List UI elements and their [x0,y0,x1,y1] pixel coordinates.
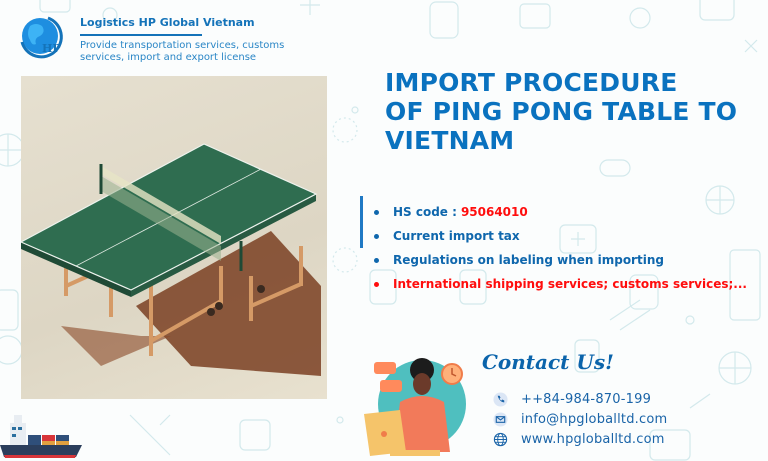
phone-number: ++84-984-870-199 [521,391,652,407]
bullet-labeling: Regulations on labeling when importing [372,248,747,272]
svg-text:HP: HP [42,42,61,55]
ping-pong-table-image [21,76,327,399]
page-title: IMPORT PROCEDURE OF PING PONG TABLE TO V… [385,68,765,155]
phone-icon [493,391,508,407]
title-line-2: OF PING PONG TABLE TO [385,97,738,126]
globe-hp-logo-icon: HP [20,16,63,59]
bullet-import-tax: Current import tax [372,224,747,248]
brand-name: Logistics HP Global Vietnam [80,16,255,29]
bullet-dot-icon [374,233,379,239]
ping-pong-table-illustration [21,143,321,376]
bullet-label: Regulations on labeling when importing [393,253,664,267]
globe-icon [493,432,508,446]
title-line-3: VIETNAM [385,126,515,155]
email-address: info@hpgloballtd.com [521,411,668,427]
contact-heading: Contact Us! [482,350,614,374]
bullet-label: International shipping services; customs… [393,277,747,291]
brand-header: HP Logistics HP Global Vietnam Provide t… [12,8,312,64]
title-line-1: IMPORT PROCEDURE [385,68,678,97]
support-agent-illustration [364,358,466,456]
bullet-dot-icon [374,257,379,263]
email-icon [493,411,508,427]
contact-website[interactable]: www.hpgloballtd.com [493,429,667,449]
bullet-services: International shipping services; customs… [372,272,747,296]
container-ship-icon [0,415,82,458]
hs-code-value: 95064010 [460,205,528,219]
contact-email[interactable]: info@hpgloballtd.com [493,409,667,429]
bullet-dot-icon [374,281,379,287]
contact-list: ++84-984-870-199 info@hpgloballtd.com ww… [493,389,667,449]
brand-divider [80,34,202,36]
info-bullet-list: HS code : 95064010 Current import tax Re… [372,200,747,296]
bullet-dot-icon [374,209,379,215]
bullet-label: HS code : [393,205,457,219]
brand-tagline: Provide transportation services, customs… [80,40,285,63]
accent-bar [360,196,363,248]
bullet-label: Current import tax [393,229,520,243]
bullet-hs-code: HS code : 95064010 [372,200,747,224]
website-url: www.hpgloballtd.com [521,431,665,447]
contact-phone[interactable]: ++84-984-870-199 [493,389,667,409]
